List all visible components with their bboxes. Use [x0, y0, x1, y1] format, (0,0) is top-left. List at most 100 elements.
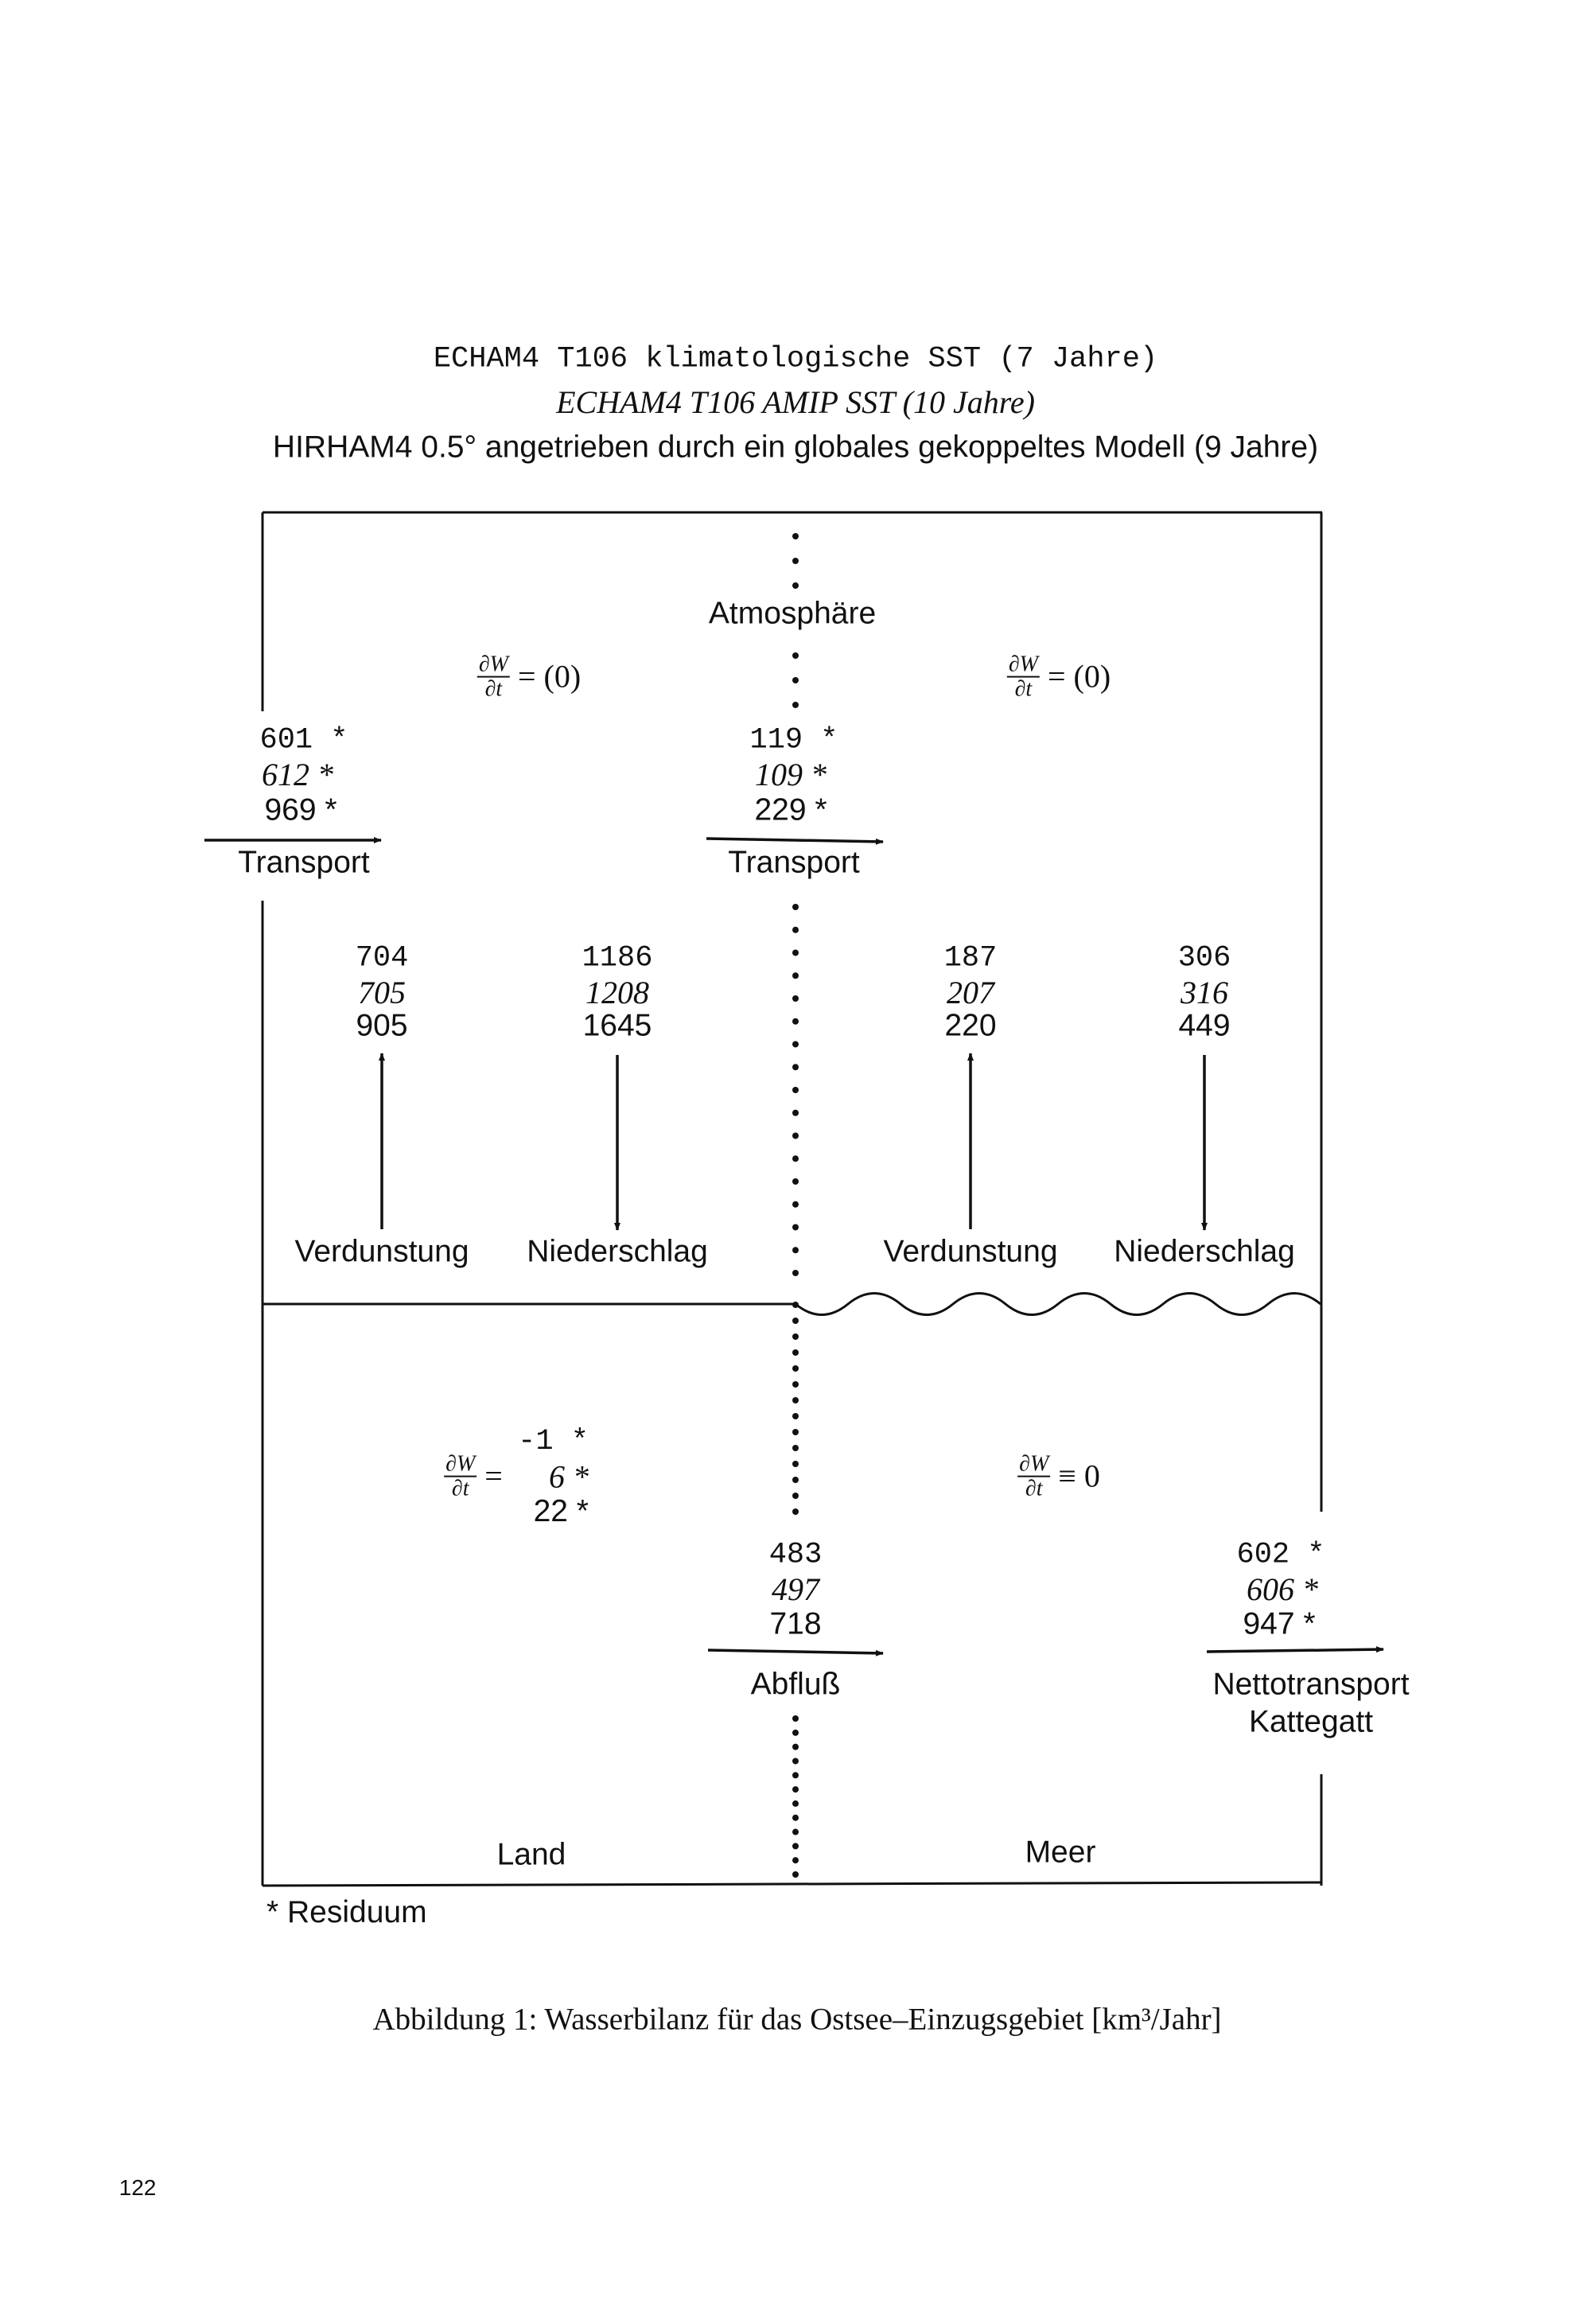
- outflow-label-nettotransport: Nettotransport: [1212, 1667, 1410, 1702]
- runoff-v1: 483: [768, 1538, 823, 1572]
- divider-dot: [792, 1857, 799, 1864]
- atmosphere-land-storage: ∂W∂t = (0): [477, 652, 582, 702]
- title-hirham4: HIRHAM4 0.5° angetrieben durch ein globa…: [272, 430, 1319, 465]
- transport-mid-hirham: 229 *: [754, 792, 827, 827]
- flux-sea-precip-v3: 449: [1178, 1008, 1231, 1043]
- divider-dot: [792, 582, 799, 589]
- flux-land-evaporation-v2: 705: [358, 975, 406, 1010]
- box-bottom: [262, 1881, 1323, 1887]
- dw-symbol: ∂W: [477, 652, 510, 678]
- outflow-arrow: [1206, 1646, 1384, 1653]
- transport-in-label: Transport: [238, 845, 370, 880]
- atmosphere-sea-storage: ∂W∂t = (0): [1006, 652, 1111, 702]
- divider-dot: [792, 558, 799, 564]
- land-sea-divider-dots: [792, 533, 799, 1878]
- flux-land-evaporation-v3: 905: [356, 1008, 408, 1043]
- dt-symbol: ∂t: [484, 677, 503, 702]
- storage-value: ≡ 0: [1058, 1458, 1100, 1494]
- flux-land-precip-v2: 1208: [585, 975, 649, 1010]
- divider-dot: [792, 1715, 799, 1722]
- divider-dot: [792, 1247, 799, 1254]
- flux-sea-precip-v1: 306: [1177, 941, 1231, 975]
- divider-dot: [792, 1333, 799, 1340]
- storage-value: = (0): [517, 659, 582, 695]
- runoff-label: Abfluß: [750, 1667, 841, 1702]
- transport-mid-echam-amip: 109 *: [755, 757, 827, 792]
- sea-surface-wave: [795, 1292, 1321, 1316]
- divider-dot: [792, 949, 799, 956]
- runoff-v3: 718: [769, 1606, 822, 1641]
- flux-land-precip-v1: 1186: [582, 941, 653, 975]
- divider-dot: [792, 1397, 799, 1403]
- divider-dot: [792, 926, 799, 933]
- figure-caption: Abbildung 1: Wasserbilanz für das Ostsee…: [372, 2002, 1222, 2037]
- flux-sea-evaporation-v3: 220: [944, 1008, 997, 1043]
- storage-value: = (0): [1047, 659, 1111, 695]
- divider-dot: [792, 1729, 799, 1736]
- divider-dot: [792, 1109, 799, 1116]
- dt-symbol: ∂t: [1014, 677, 1033, 702]
- divider-dot: [792, 1087, 799, 1093]
- flux-sea-precip-label: Niederschlag: [1114, 1234, 1295, 1269]
- land-storage-v3: 22 *: [533, 1494, 589, 1528]
- outflow-label-kattegatt: Kattegatt: [1248, 1704, 1374, 1739]
- dw-symbol: ∂W: [1017, 1451, 1051, 1477]
- divider-dot: [792, 1461, 799, 1467]
- divider-dot: [792, 1477, 799, 1483]
- divider-dot: [792, 533, 799, 539]
- flux-land-evaporation-label: Verdunstung: [294, 1234, 469, 1269]
- transport-in-hirham: 969 *: [264, 792, 337, 827]
- flux-sea-evaporation-label: Verdunstung: [883, 1234, 1058, 1269]
- divider-dot: [792, 702, 799, 708]
- runoff-v2: 497: [772, 1571, 819, 1607]
- transport-in-echam-clim: 601 *: [259, 723, 348, 757]
- flux-land-precip-v3: 1645: [582, 1008, 652, 1043]
- divider-dot: [792, 652, 799, 659]
- divider-dot: [792, 1224, 799, 1231]
- land-label: Land: [496, 1837, 566, 1872]
- land-storage-v1: -1 *: [518, 1425, 589, 1458]
- divider-dot: [792, 1743, 799, 1750]
- divider-dot: [792, 1178, 799, 1185]
- divider-dot: [792, 1413, 799, 1419]
- divider-dot: [792, 1201, 799, 1208]
- sea-label: Meer: [1025, 1835, 1096, 1870]
- divider-dot: [792, 995, 799, 1002]
- divider-dot: [792, 1772, 799, 1779]
- page-number: 122: [119, 2175, 157, 2200]
- dt-symbol: ∂t: [451, 1477, 469, 1501]
- flux-land-precip-label: Niederschlag: [527, 1234, 708, 1269]
- divider-dot: [792, 1871, 799, 1878]
- divider-dot: [792, 1828, 799, 1835]
- transport-in-echam-amip: 612 *: [262, 757, 333, 792]
- divider-dot: [792, 1445, 799, 1451]
- divider-dot: [792, 1270, 799, 1276]
- divider-dot: [792, 1349, 799, 1356]
- divider-dot: [792, 1758, 799, 1765]
- divider-dot: [792, 1041, 799, 1048]
- dw-symbol: ∂W: [1006, 652, 1040, 678]
- divider-dot: [792, 904, 799, 910]
- divider-dot: [792, 1493, 799, 1499]
- outflow-v1: 602 *: [1236, 1538, 1325, 1572]
- divider-dot: [792, 1800, 799, 1807]
- divider-dot: [792, 1018, 799, 1025]
- transport-mid-label: Transport: [728, 845, 860, 880]
- land-storage-v2: 6 *: [549, 1458, 589, 1495]
- equals-sign: =: [484, 1458, 503, 1494]
- divider-dot: [792, 1429, 799, 1435]
- flux-sea-evaporation-v2: 207: [947, 975, 994, 1010]
- divider-dot: [792, 1155, 799, 1162]
- transport-mid-echam-clim: 119 *: [749, 723, 838, 757]
- title-echam4-amip: ECHAM4 T106 AMIP SST (10 Jahre): [556, 384, 1035, 420]
- transport-mid-arrow: [706, 837, 884, 845]
- dt-symbol: ∂t: [1025, 1477, 1043, 1501]
- outflow-v2: 606 *: [1247, 1571, 1318, 1607]
- flux-sea-precip-v2: 316: [1181, 975, 1228, 1010]
- divider-dot: [792, 1508, 799, 1515]
- divider-dot: [792, 1064, 799, 1071]
- atmosphere-label: Atmosphäre: [708, 596, 877, 631]
- divider-dot: [792, 1814, 799, 1821]
